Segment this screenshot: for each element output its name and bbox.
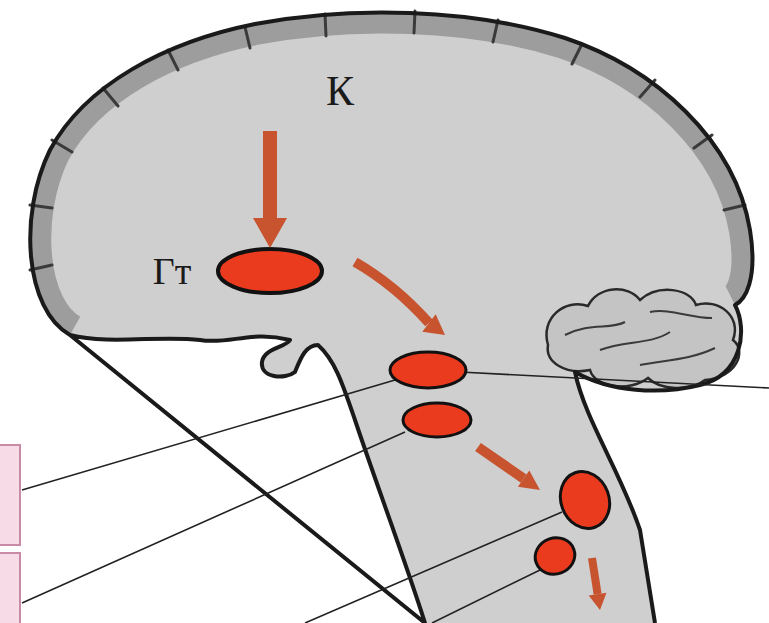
- oval-shape: [218, 249, 322, 293]
- node-label: К: [240, 55, 440, 127]
- pathway-connector: [253, 131, 287, 248]
- arrow-head: [422, 314, 445, 335]
- arrow-head: [589, 593, 607, 610]
- nucleus-oval: [553, 465, 618, 536]
- cerebellum-folia: [565, 311, 715, 365]
- hypothalamus-oval: Гт: [128, 245, 328, 297]
- node-label: Гт: [128, 245, 216, 297]
- connector-head: [253, 218, 287, 248]
- sulcus-lines: [30, 11, 745, 270]
- label-box: [0, 445, 20, 545]
- arrow-head: [518, 470, 540, 490]
- nucleus-oval: [403, 403, 471, 437]
- pathway-arrow: [355, 262, 429, 323]
- leader-line: [22, 372, 769, 623]
- pathway-arrow: [478, 447, 524, 479]
- nucleus-oval: [390, 352, 466, 388]
- cortex-band: [30, 12, 752, 335]
- label-box: [0, 553, 20, 623]
- pathway-arrow: [592, 558, 598, 594]
- cortex-region: К: [240, 55, 440, 127]
- brain-outline: [30, 12, 752, 623]
- nucleus-oval: [530, 532, 580, 580]
- cortex-edge: [30, 12, 752, 335]
- connector-shaft: [263, 131, 277, 220]
- brain-body: [30, 12, 752, 623]
